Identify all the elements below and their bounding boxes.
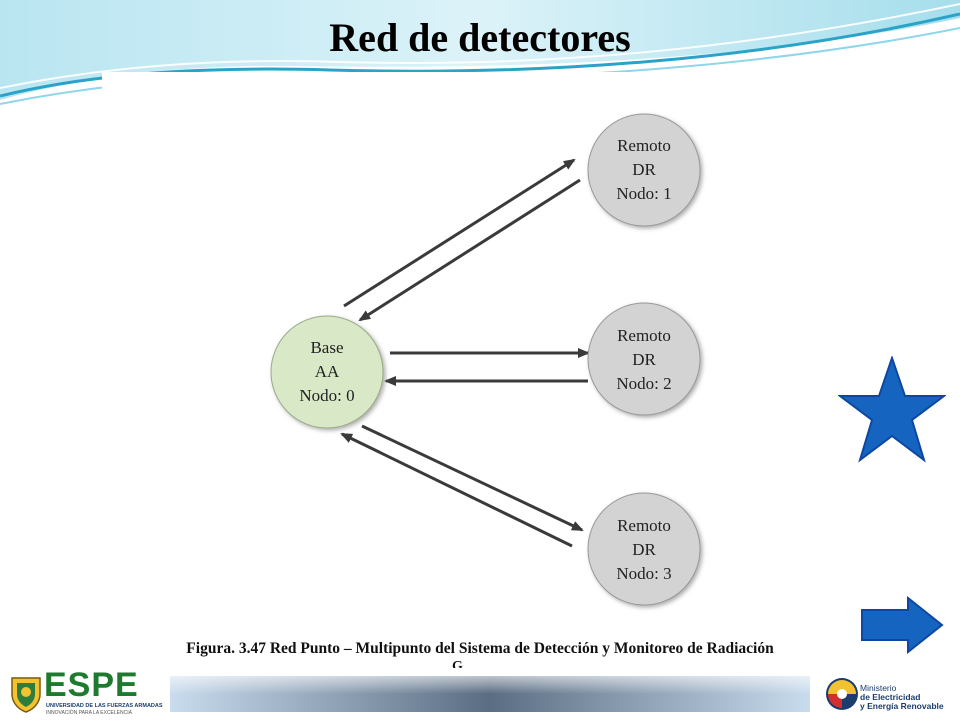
- remote-node-2-circle: [587, 302, 701, 416]
- arrow-right-icon[interactable]: [860, 596, 944, 654]
- remote-node-3: Remoto DR Nodo: 3: [587, 492, 701, 606]
- slide-title: Red de detectores: [329, 15, 631, 60]
- remote-node-1: Remoto DR Nodo: 1: [587, 113, 701, 227]
- remote-node-3-id: Nodo: 3: [616, 564, 671, 583]
- star-icon[interactable]: [838, 356, 946, 464]
- espe-tagline: UNIVERSIDAD DE LAS FUERZAS ARMADAS: [46, 703, 163, 709]
- espe-subtagline: INNOVACIÓN PARA LA EXCELENCIA: [46, 710, 132, 716]
- remote-node-2: Remoto DR Nodo: 2: [587, 302, 701, 416]
- ministry-line-1: Ministerio: [860, 683, 897, 693]
- arrow-base-to-node3: [361, 424, 584, 532]
- base-node-circle: [270, 315, 384, 429]
- diagram-panel: [102, 72, 858, 662]
- remote-node-3-type: DR: [632, 540, 656, 559]
- base-node-id: Nodo: 0: [299, 386, 354, 405]
- ministry-name: Ministerio de Electricidad y Energía Ren…: [860, 684, 944, 711]
- remote-node-2-label: Remoto: [617, 326, 671, 345]
- base-node-label: Base: [310, 338, 343, 357]
- espe-wordmark: ESPE: [44, 666, 139, 704]
- remote-node-1-id: Nodo: 1: [616, 184, 671, 203]
- espe-logo: [6, 672, 158, 716]
- ministry-line-2: de Electricidad: [860, 692, 921, 702]
- remote-node-3-label: Remoto: [617, 516, 671, 535]
- figure-caption: Figura. 3.47 Red Punto – Multipunto del …: [186, 640, 774, 657]
- arrow-node3-to-base: [340, 432, 573, 548]
- espe-shield-icon: [11, 677, 41, 713]
- remote-node-2-type: DR: [632, 350, 656, 369]
- base-node-type: AA: [315, 362, 340, 381]
- figure-caption-cutoff: G: [452, 660, 463, 668]
- ministry-emblem-icon: [826, 678, 858, 710]
- remote-node-1-type: DR: [632, 160, 656, 179]
- ministry-line-3: y Energía Renovable: [860, 701, 944, 711]
- footer-decorative-bar: [170, 676, 810, 712]
- ministry-logo: [820, 672, 952, 716]
- remote-node-3-circle: [587, 492, 701, 606]
- arrow-base-to-node1: [343, 158, 576, 308]
- remote-node-1-circle: [587, 113, 701, 227]
- remote-node-2-id: Nodo: 2: [616, 374, 671, 393]
- remote-node-1-label: Remoto: [617, 136, 671, 155]
- base-node: Base AA Nodo: 0: [270, 315, 384, 429]
- diagram-panel-left-edge: [78, 226, 108, 494]
- arrow-node1-to-base: [358, 178, 581, 322]
